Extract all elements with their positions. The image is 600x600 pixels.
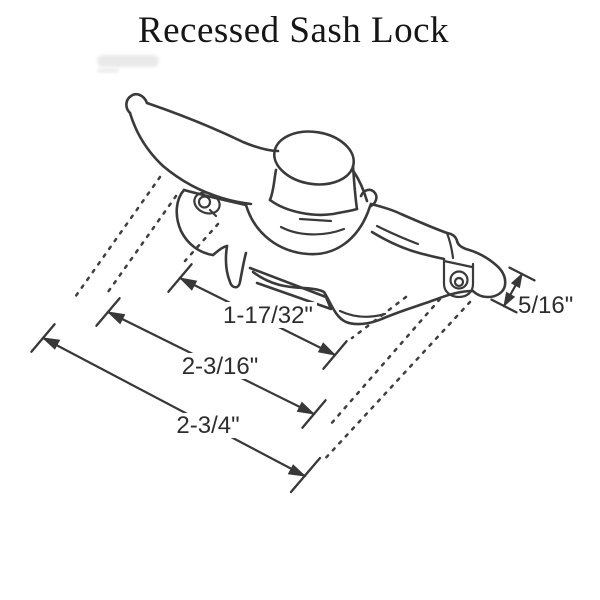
dim4-label: 5/16" — [518, 292, 573, 319]
dim3-label: 2-3/4" — [176, 412, 239, 439]
watermark-smudge-2 — [97, 68, 119, 73]
pivot-screw-hole — [197, 195, 212, 209]
lever-cylinder-junction — [352, 170, 369, 203]
dim1-left-arrow — [178, 277, 198, 291]
extension-right-outer — [320, 300, 472, 464]
dim3-left-arrow — [41, 337, 61, 350]
extension-left-inner — [183, 222, 220, 263]
pivot-tail — [208, 208, 218, 218]
dim1-label: 1-17/32" — [223, 302, 313, 329]
dim2-left-arrow — [106, 311, 126, 325]
watermark-smudge — [97, 55, 159, 67]
extension-right-inner — [350, 295, 408, 340]
screw-hole-inner — [453, 276, 465, 288]
extension-right-middle — [328, 297, 442, 427]
sash-lock-part — [125, 92, 507, 326]
extension-left-middle — [106, 194, 178, 294]
end-cap — [445, 231, 507, 299]
pivot-oval — [193, 191, 221, 215]
cylinder-right-side — [351, 164, 359, 211]
dim3-label-bg — [174, 413, 244, 438]
dim3-right-tick — [289, 456, 322, 494]
dimension-end-thickness: 5/16" — [490, 266, 573, 319]
dim2-label: 2-3/16" — [182, 353, 259, 380]
keeper-tongue — [248, 266, 333, 311]
dim1-label-bg — [219, 302, 317, 328]
dim4-top-arrow — [510, 272, 523, 289]
dim4-bottom-arrow — [503, 291, 516, 308]
arm-bottom-edge — [370, 230, 446, 261]
lever-tip — [125, 92, 149, 115]
screw-pocket — [442, 257, 475, 299]
dimension-middle-length: 2-3/16" — [95, 297, 327, 429]
arm-top-edge — [369, 202, 449, 235]
lever-bottom-edge — [128, 111, 253, 206]
collar-lip — [279, 225, 346, 236]
latch-hook — [224, 244, 248, 289]
dim2-label-bg — [177, 353, 265, 379]
extension-lines — [71, 175, 472, 464]
dimension-overall-length: 2-3/4" — [30, 323, 322, 494]
base-left-cap — [175, 188, 215, 257]
collar-outer — [244, 202, 373, 256]
dim3-shaft — [41, 336, 307, 478]
dim1-right-arrow — [317, 342, 337, 356]
dimension-inner-length: 1-17/32" — [167, 263, 348, 370]
screw-pocket-top-line — [442, 259, 474, 269]
base-bottom-wavy — [251, 270, 474, 326]
arm-inner-edge — [375, 224, 420, 246]
cylinder-lip-dash — [298, 217, 333, 223]
cylinder-top — [272, 130, 356, 186]
cylinder-left-side — [268, 168, 278, 202]
lever-top-edge — [145, 101, 280, 153]
page-title: Recessed Sash Lock — [137, 10, 450, 51]
arm-step — [445, 231, 455, 260]
screw-hole-outer — [449, 270, 469, 290]
dim3-right-arrow — [287, 464, 307, 477]
base-bottom-accent — [338, 309, 387, 318]
extension-left-outer — [71, 175, 162, 302]
cylinder-bottom — [268, 198, 359, 217]
dim2-right-arrow — [296, 401, 316, 415]
